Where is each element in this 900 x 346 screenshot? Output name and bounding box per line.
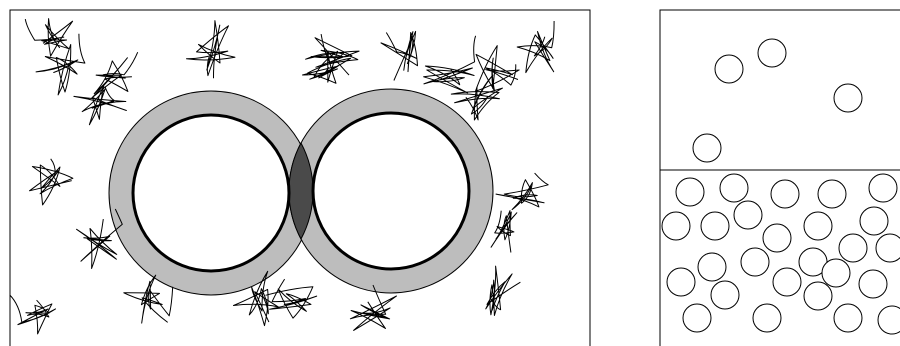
polymer-coil bbox=[187, 21, 236, 79]
small-particle bbox=[771, 180, 799, 208]
small-particle bbox=[711, 281, 739, 309]
polymer-coil bbox=[92, 52, 138, 98]
left-panel bbox=[10, 10, 590, 346]
small-particle bbox=[698, 253, 726, 281]
polymer-coil bbox=[491, 211, 517, 253]
small-particle bbox=[662, 212, 690, 240]
small-particle bbox=[683, 304, 711, 332]
polymer-coil bbox=[486, 266, 521, 315]
polymer-coil bbox=[381, 31, 418, 80]
small-particle bbox=[869, 174, 897, 202]
small-particle bbox=[876, 234, 900, 262]
small-particle bbox=[839, 234, 867, 262]
small-particle bbox=[701, 212, 729, 240]
small-particle bbox=[860, 207, 888, 235]
small-particle bbox=[753, 304, 781, 332]
small-particle bbox=[734, 201, 762, 229]
small-particle bbox=[834, 84, 862, 112]
small-particle bbox=[763, 224, 791, 252]
small-particle bbox=[741, 248, 769, 276]
upper-phase-particles bbox=[693, 39, 862, 162]
right-panel bbox=[660, 10, 900, 346]
polymer-coil bbox=[424, 36, 476, 93]
polymer-coil bbox=[10, 295, 56, 334]
polymer-coil bbox=[475, 46, 519, 92]
small-particle bbox=[720, 174, 748, 202]
polymer-coil bbox=[496, 173, 548, 210]
small-particle bbox=[804, 212, 832, 240]
lower-phase-particles bbox=[662, 174, 900, 334]
small-particle bbox=[758, 39, 786, 67]
polymer-coil bbox=[517, 21, 554, 73]
small-particle bbox=[676, 178, 704, 206]
small-particle bbox=[878, 306, 900, 334]
small-particle bbox=[773, 268, 801, 296]
polymer-coil bbox=[30, 159, 73, 205]
small-particle bbox=[693, 134, 721, 162]
large-particle-left bbox=[133, 115, 289, 271]
large-particle-right bbox=[313, 113, 469, 269]
small-particle bbox=[834, 304, 862, 332]
polymer-coil bbox=[25, 19, 72, 57]
small-particle bbox=[859, 270, 887, 298]
polymer-coil bbox=[266, 279, 317, 318]
small-particle bbox=[715, 55, 743, 83]
small-particle bbox=[818, 180, 846, 208]
small-particle bbox=[822, 259, 850, 287]
small-particle bbox=[804, 282, 832, 310]
small-particle bbox=[667, 268, 695, 296]
